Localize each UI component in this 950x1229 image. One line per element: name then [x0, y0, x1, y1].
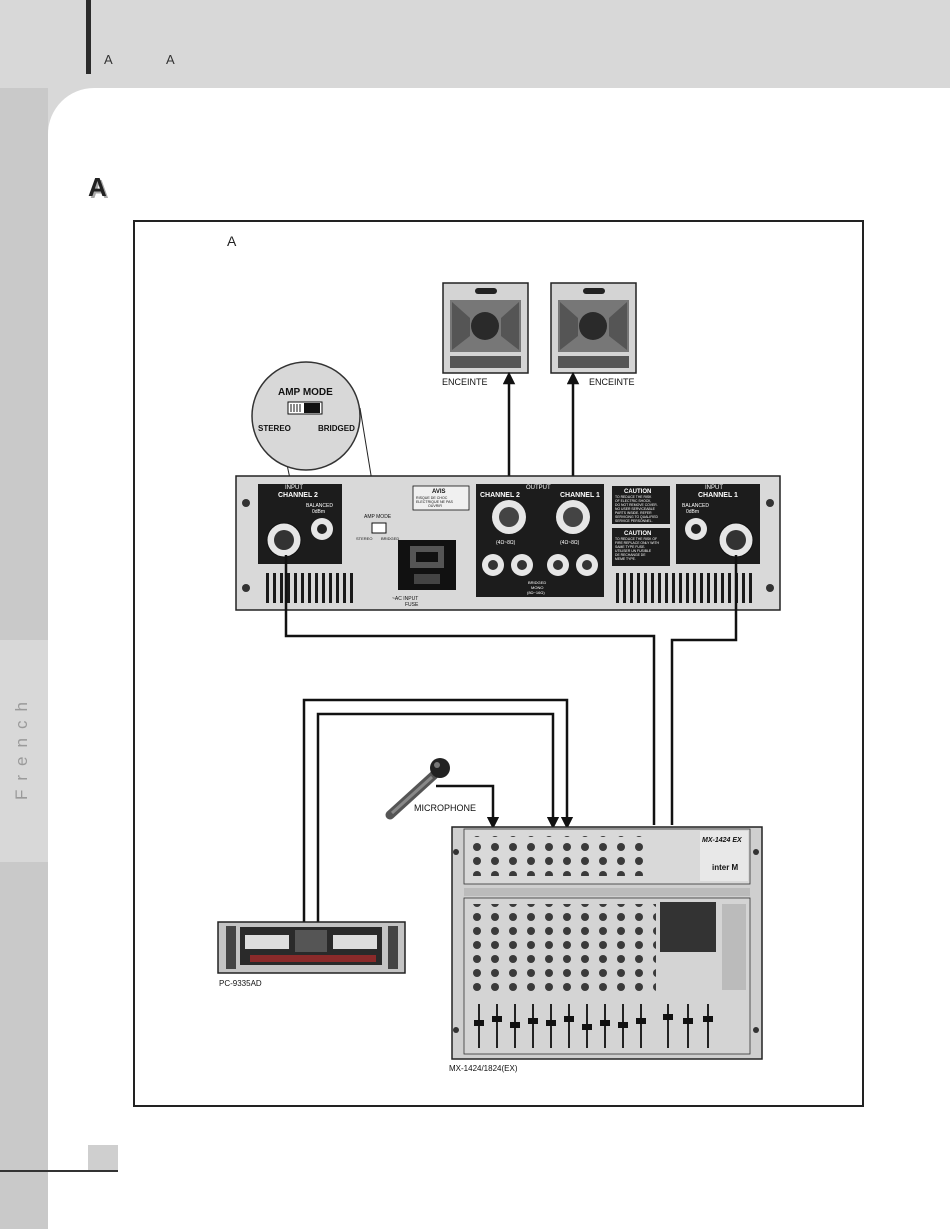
microphone — [385, 758, 450, 820]
output-ohm-right: (4Ω~8Ω) — [560, 540, 580, 546]
svg-text:NO USER SERVICEABLE: NO USER SERVICEABLE — [615, 507, 656, 511]
diagram-frame — [133, 220, 864, 1107]
amp-mode-zoom-stereo: STEREO — [258, 424, 291, 433]
svg-text:FIRE REPLACE ONLY WITH: FIRE REPLACE ONLY WITH — [615, 541, 660, 545]
avis-line-1: RISQUE DE CHOC — [416, 496, 448, 500]
mixer-label: MX-1424/1824(EX) — [449, 1064, 518, 1073]
header-text-left: A — [104, 52, 114, 67]
amp-input-left-balanced: BALANCED — [306, 503, 333, 509]
amp-input-right-balanced: BALANCED — [682, 503, 709, 509]
speaker-right-label: ENCEINTE — [589, 377, 635, 387]
amp-mode-zoom-title: AMP MODE — [278, 387, 333, 398]
svg-text:MEME TYPE.: MEME TYPE. — [615, 557, 636, 561]
svg-text:DE RECHANGE DE: DE RECHANGE DE — [615, 553, 646, 557]
svg-text:DO NOT REMOVE COVER.: DO NOT REMOVE COVER. — [615, 503, 658, 507]
header-bar — [86, 0, 91, 74]
output-channel-1: CHANNEL 1 — [560, 492, 600, 499]
amp-mode-zoom-bridged: BRIDGED — [318, 424, 355, 433]
side-tab-lower — [0, 862, 48, 1229]
avis-line-3: OUVRIR — [428, 504, 442, 508]
svg-text:OF ELECTRIC SHOCK,: OF ELECTRIC SHOCK, — [615, 499, 651, 503]
cable-cassette-out-1 — [302, 698, 574, 922]
header-text-right: A — [166, 52, 176, 67]
diagram-caption: A — [227, 233, 237, 249]
amp-input-right-channel: CHANNEL 1 — [698, 492, 738, 499]
output-title: OUTPUT — [526, 485, 551, 491]
side-tab-upper — [0, 88, 48, 640]
amp-mode-small: AMP MODE — [364, 514, 392, 520]
bridged-mono-1: BRIDGED — [528, 580, 546, 585]
amp-input-left-channel: CHANNEL 2 — [278, 492, 318, 499]
svg-text:SERVICE PERSONNEL.: SERVICE PERSONNEL. — [615, 519, 653, 523]
amp-input-left-level: 0dBm — [312, 509, 325, 515]
bridged-mono-3: (8Ω~16Ω) — [527, 590, 545, 595]
ac-input-label: ~AC INPUT — [392, 596, 418, 602]
footer-rule — [0, 1170, 118, 1172]
bridged-mono-2: MONO — [531, 585, 543, 590]
page-number-box — [88, 1145, 118, 1171]
output-channel-2: CHANNEL 2 — [480, 492, 520, 499]
caution-1-title: CAUTION — [624, 489, 651, 495]
amplifier-rear-panel: INPUT CHANNEL 2 BALANCED 0dBm AMP MODE S… — [235, 475, 781, 611]
amp-mode-zoom: AMP MODE STEREO BRIDGED — [251, 361, 361, 471]
svg-text:SERVICING TO QUALIFIED: SERVICING TO QUALIFIED — [615, 515, 659, 519]
fuse-label: FUSE — [405, 602, 419, 608]
avis-line-2: ELECTRIQUE NE PAS — [416, 500, 453, 504]
amp-bridged-small: BRIDGED — [381, 536, 399, 541]
speaker-right — [550, 282, 637, 374]
svg-text:TO REDUCE THE RISK: TO REDUCE THE RISK — [615, 495, 652, 499]
microphone-label: MICROPHONE — [414, 803, 476, 813]
section-heading: A — [88, 172, 107, 202]
svg-text:UTILISER UN FUSIBLE: UTILISER UN FUSIBLE — [615, 549, 652, 553]
svg-text:PARTS INSIDE. REFER: PARTS INSIDE. REFER — [615, 511, 652, 515]
amp-input-right-level: 0dBm — [686, 509, 699, 515]
amp-input-left-header: INPUT — [285, 485, 303, 491]
mixer-model: MX-1424 EX — [702, 837, 743, 844]
cassette-label: PC-9335AD — [219, 979, 262, 988]
speaker-left-label: ENCEINTE — [442, 377, 488, 387]
svg-text:SAME TYPE FUSE.: SAME TYPE FUSE. — [615, 545, 645, 549]
amp-stereo-small: STEREO — [356, 536, 372, 541]
mixer: MX-1424 EX inter M — [451, 826, 763, 1060]
avis-title: AVIS — [432, 489, 446, 495]
cassette-deck — [217, 921, 406, 974]
svg-text:TO REDUCE THE RISK OF: TO REDUCE THE RISK OF — [615, 537, 657, 541]
cable-microphone — [436, 784, 500, 830]
caution-2-title: CAUTION — [624, 531, 651, 537]
speaker-left — [442, 282, 529, 374]
cable-cassette-out-2 — [316, 712, 560, 922]
cable-mixer-to-amp-ch1 — [670, 555, 738, 825]
amp-input-right-header: INPUT — [705, 485, 723, 491]
mixer-brand: inter M — [712, 863, 739, 872]
cable-mixer-to-amp-ch2 — [284, 555, 656, 825]
output-ohm-left: (4Ω~8Ω) — [496, 540, 516, 546]
